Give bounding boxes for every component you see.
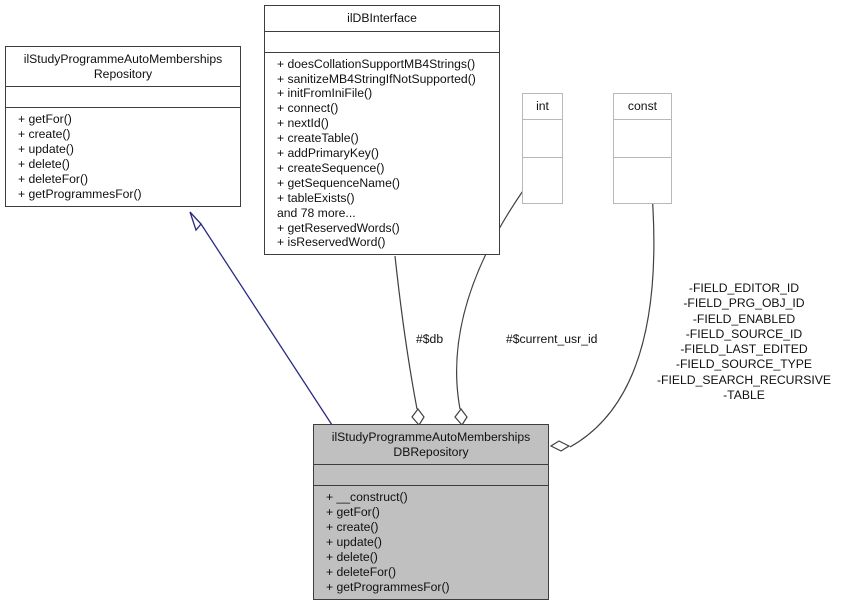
compartment-divider <box>523 118 562 120</box>
operation-item: + createSequence() <box>277 160 385 175</box>
operations-compartment: + getFor() + create() + update() + delet… <box>6 108 240 205</box>
operation-item: + deleteFor() <box>326 564 397 579</box>
class-title: int <box>536 99 549 113</box>
operations-compartment <box>523 158 562 203</box>
operation-item: + deleteFor() <box>18 171 89 186</box>
operation-item: + getProgrammesFor() <box>18 186 142 201</box>
operation-item: + tableExists() <box>277 190 355 205</box>
compartment-divider <box>265 30 499 32</box>
class-title: ilDBInterface <box>347 11 417 25</box>
class-title: ilStudyProgrammeAutoMemberships Reposito… <box>23 52 223 81</box>
uml-class-db-repository[interactable]: ilStudyProgrammeAutoMemberships DBReposi… <box>313 424 549 600</box>
edge-aggregation-constants <box>549 169 655 452</box>
compartment-divider <box>314 485 548 487</box>
operation-item: + create() <box>326 520 379 534</box>
attributes-compartment <box>523 120 562 157</box>
operation-item: + create() <box>18 127 71 142</box>
attributes-compartment <box>314 465 548 485</box>
compartment-divider <box>614 156 671 158</box>
class-title: const <box>627 99 658 113</box>
operation-item: + delete() <box>326 549 378 564</box>
operation-item: + update() <box>326 534 382 549</box>
operation-item: + getReservedWords() <box>277 220 400 235</box>
operation-more: and 78 more... <box>277 205 356 220</box>
operation-item: + sanitizeMB4StringIfNotSupported() <box>277 71 476 86</box>
operation-item: + createTable() <box>277 131 359 146</box>
compartment-divider <box>6 107 240 109</box>
compartment-divider <box>614 118 671 120</box>
operation-item: + delete() <box>18 156 70 171</box>
edge-label-db: #$db <box>416 332 444 346</box>
edge-label-constants: -FIELD_EDITOR_ID -FIELD_PRG_OBJ_ID -FIEL… <box>656 281 832 403</box>
operation-item: + getProgrammesFor() <box>326 579 450 594</box>
class-title: ilStudyProgrammeAutoMemberships DBReposi… <box>331 430 531 459</box>
uml-class-const[interactable]: const <box>613 93 672 204</box>
operations-compartment: + doesCollationSupportMB4Strings() + san… <box>265 53 499 255</box>
operation-item: + update() <box>18 142 74 156</box>
operation-item: + doesCollationSupportMB4Strings() <box>277 56 476 71</box>
operation-item: + nextId() <box>277 116 329 131</box>
uml-class-int[interactable]: int <box>522 93 563 204</box>
attributes-compartment <box>265 32 499 52</box>
attributes-compartment <box>614 120 671 157</box>
uml-class-repository-interface[interactable]: ilStudyProgrammeAutoMemberships Reposito… <box>5 46 241 207</box>
operation-item: + isReservedWord() <box>277 235 386 250</box>
uml-class-ildbinterface[interactable]: ilDBInterface + doesCollationSupportMB4S… <box>264 5 500 256</box>
operation-item: + addPrimaryKey() <box>277 146 379 161</box>
compartment-divider <box>6 86 240 88</box>
operation-item: + getFor() <box>18 112 72 127</box>
operations-compartment: + __construct() + getFor() + create() + … <box>314 486 548 598</box>
compartment-divider <box>523 156 562 158</box>
operation-item: + __construct() <box>326 490 408 505</box>
operations-compartment <box>614 158 671 203</box>
operation-item: + getSequenceName() <box>277 175 400 190</box>
edge-label-current-usr-id: #$current_usr_id <box>506 332 598 346</box>
compartment-divider <box>265 51 499 53</box>
operation-item: + connect() <box>277 101 339 116</box>
operation-item: + getFor() <box>326 505 380 520</box>
compartment-divider <box>314 464 548 466</box>
attributes-compartment <box>6 87 240 107</box>
operation-item: + initFromIniFile() <box>277 86 373 101</box>
